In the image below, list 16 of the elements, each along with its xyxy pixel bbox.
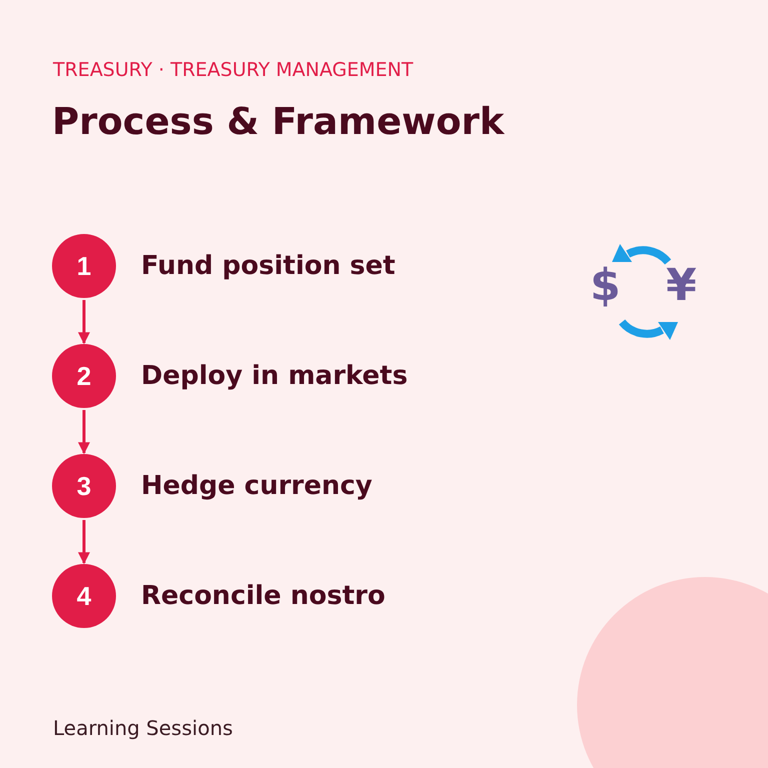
arrow [78,410,90,454]
arrow [78,520,90,564]
step-number-circle: 2 [52,344,116,408]
step-number-circle: 4 [52,564,116,628]
step-label: Fund position set [141,253,396,279]
section-kicker: TREASURY · TREASURY MANAGEMENT [53,60,414,81]
footer-text: Learning Sessions [53,717,233,739]
step-number-circle: 3 [52,454,116,518]
step-label: Hedge currency [141,473,372,499]
step-label: Reconcile nostro [141,583,386,609]
step-number-circle: 1 [52,234,116,298]
arrow [78,300,90,344]
heading: Process & Framework [52,102,504,143]
dollar-sign: $ [590,262,621,310]
step-label: Deploy in markets [141,363,408,389]
yen-sign: ¥ [666,262,697,310]
